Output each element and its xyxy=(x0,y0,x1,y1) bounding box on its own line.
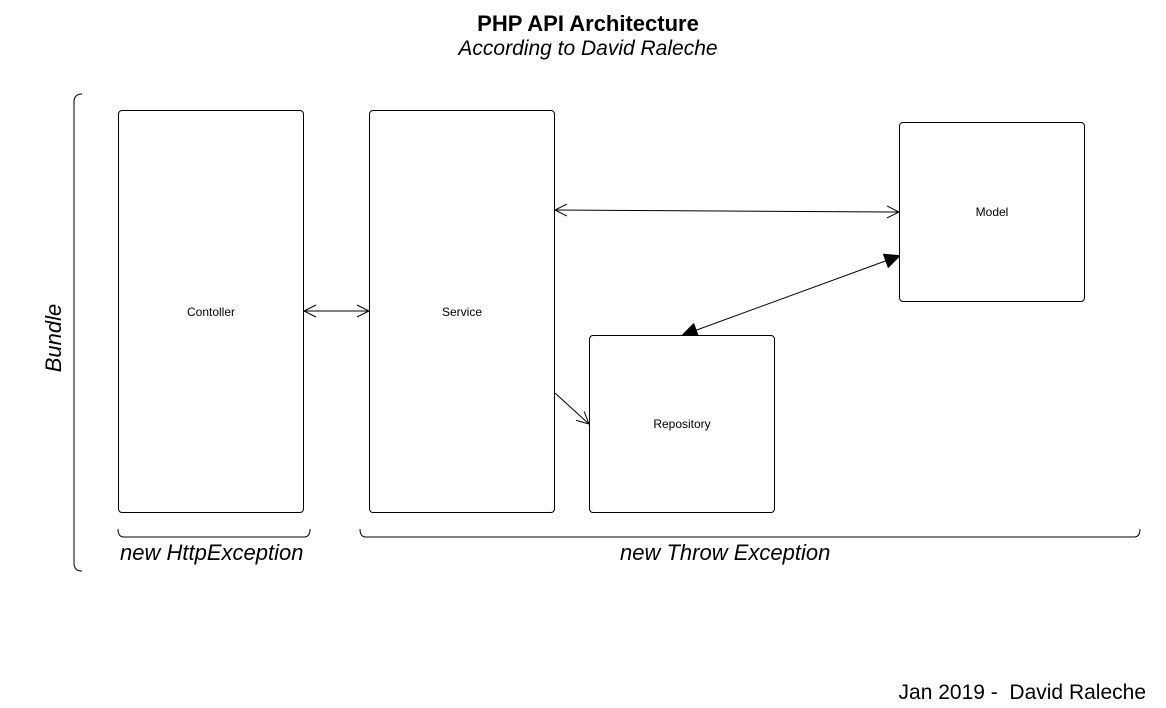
bundle-brace xyxy=(73,93,83,572)
model-label: Model xyxy=(975,205,1009,219)
repository-label: Repository xyxy=(653,417,711,431)
service-box: Service xyxy=(369,110,555,513)
diagram-title: PHP API Architecture xyxy=(477,11,699,36)
throw-exception-brace xyxy=(359,528,1141,538)
model-box: Model xyxy=(899,122,1085,302)
controller-label: Contoller xyxy=(186,304,236,319)
throw-exception-label: new Throw Exception xyxy=(620,540,831,565)
diagram-subtitle: According to David Raleche xyxy=(458,37,718,60)
footer-credit: Jan 2019 - David Raleche xyxy=(898,681,1146,704)
service-label: Service xyxy=(441,304,482,319)
service-repository-connector xyxy=(554,392,590,425)
bundle-label: Bundle xyxy=(41,303,66,373)
model-repository-connector xyxy=(680,253,902,338)
controller-box: Contoller xyxy=(118,110,304,513)
http-exception-brace xyxy=(117,528,311,538)
repository-box: Repository xyxy=(589,335,775,513)
service-model-connector xyxy=(553,203,901,219)
http-exception-label: new HttpException xyxy=(120,540,304,565)
